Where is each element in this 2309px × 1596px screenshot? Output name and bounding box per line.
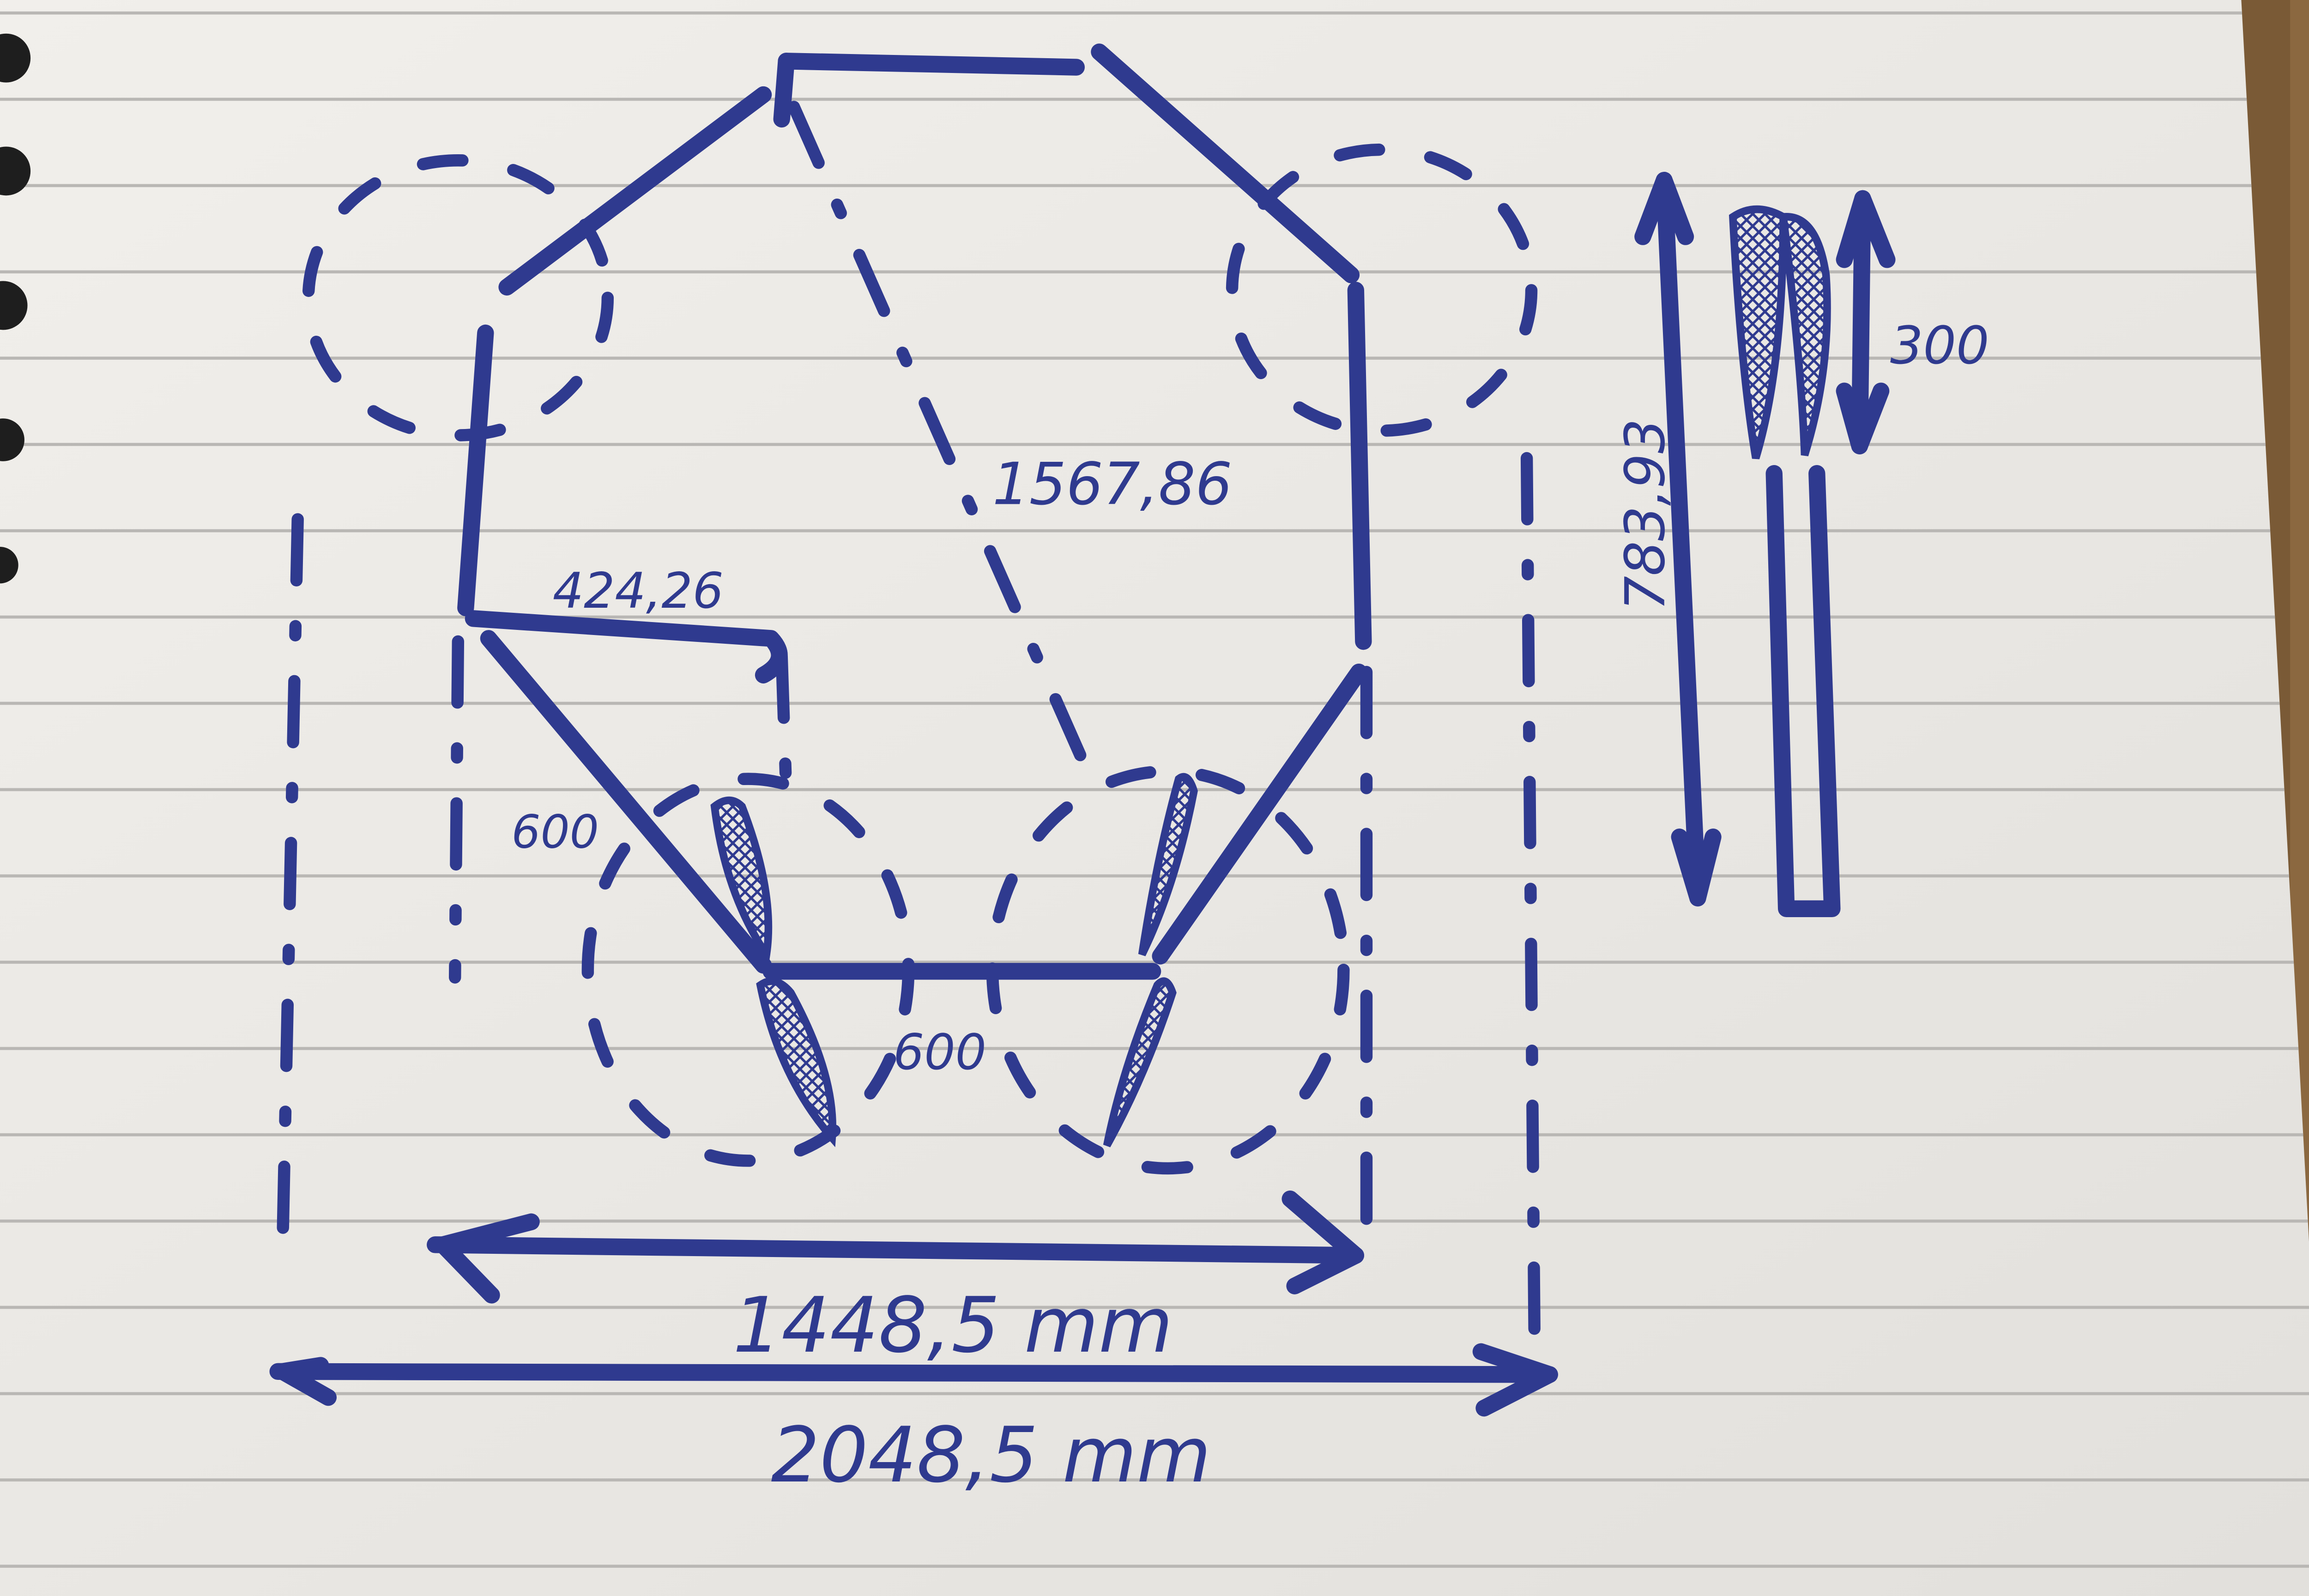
label-outer-width: 2048,5 mm — [771, 1411, 1211, 1499]
label-left-diagonal: 600 — [512, 805, 599, 858]
label-diagonal: 1567,86 — [992, 450, 1232, 518]
label-short-side: 424,26 — [553, 562, 724, 619]
spiral-binding — [0, 33, 31, 584]
construction-lines — [276, 101, 1541, 1335]
label-blade-length: 300 — [1890, 315, 1989, 376]
label-bottom-edge: 600 — [893, 1024, 986, 1081]
propeller-blades — [710, 773, 1198, 1148]
corner-circles-dashed — [302, 143, 1538, 1175]
octagon-outline — [457, 43, 1372, 980]
label-inner-width: 1448,5 mm — [733, 1281, 1173, 1370]
label-side-height: 783,93 — [1614, 418, 1678, 611]
side-view-shaft — [1729, 205, 1841, 917]
dimension-lines — [269, 172, 1896, 1417]
